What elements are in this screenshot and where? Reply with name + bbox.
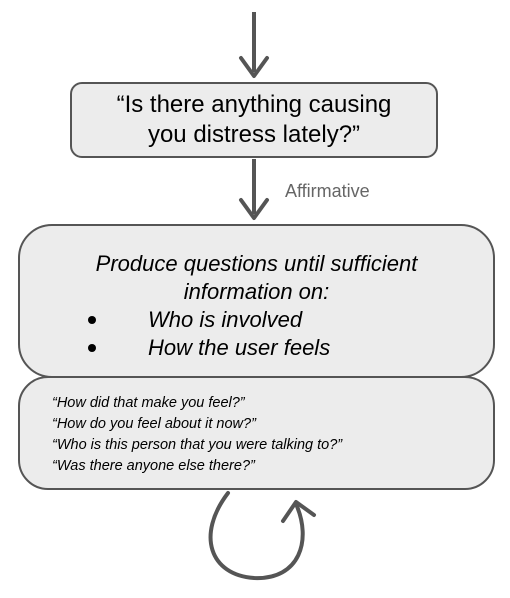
affirmative-edge-label: Affirmative	[285, 181, 370, 201]
instruction-title-line-2: information on:	[183, 279, 330, 304]
bullet-dot-icon	[88, 344, 96, 352]
affirmative-arrow-head	[239, 198, 269, 220]
example-question: “Who is this person that you were talkin…	[52, 437, 343, 453]
question-node: “Is there anything causing you distress …	[70, 82, 438, 158]
instruction-bullet-text: Who is involved	[148, 307, 303, 332]
self-loop-arrow-head	[281, 500, 316, 523]
instruction-bullet-list: Who is involved How the user feels	[88, 306, 330, 362]
instruction-title: Produce questions until sufficient infor…	[20, 250, 493, 306]
instruction-bullet-item: How the user feels	[88, 334, 330, 362]
example-question: “Was there anyone else there?”	[52, 458, 255, 474]
instruction-bullet-text: How the user feels	[148, 335, 331, 360]
incoming-arrow-head	[239, 56, 269, 78]
instruction-bullet-item: Who is involved	[88, 306, 330, 334]
instruction-node: Produce questions until sufficient infor…	[18, 224, 495, 378]
example-questions-list: “How did that make you feel?” “How do yo…	[52, 393, 342, 477]
example-questions-node: “How did that make you feel?” “How do yo…	[18, 376, 495, 490]
self-loop-arrow	[208, 491, 305, 581]
bullet-dot-icon	[88, 316, 96, 324]
instruction-title-line-1: Produce questions until sufficient	[95, 251, 418, 276]
example-question: “How did that make you feel?”	[52, 395, 245, 411]
example-question: “How do you feel about it now?”	[52, 416, 256, 432]
question-text: “Is there anything causing you distress …	[116, 91, 392, 148]
